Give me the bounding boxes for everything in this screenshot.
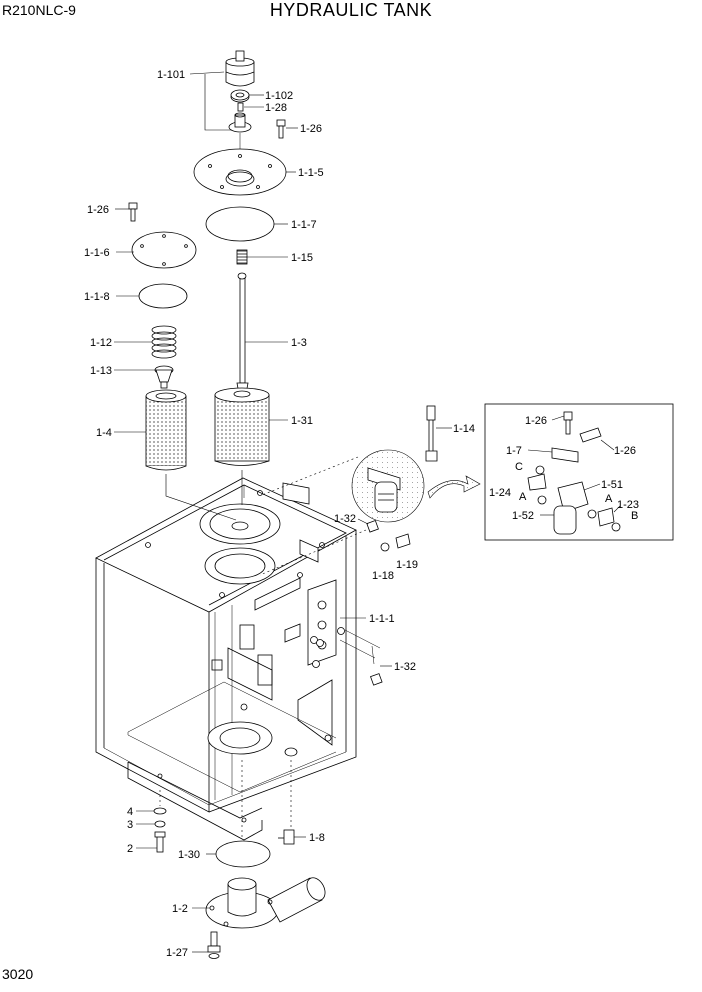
callout-1-32-lower: 1-32 [394, 661, 416, 673]
callout-1-27: 1-27 [166, 947, 188, 959]
callout-1-32-upper: 1-32 [334, 513, 356, 525]
drain-fitting-part [278, 829, 295, 845]
detail-callout-1-26-a: 1-26 [525, 415, 547, 427]
callout-1-102: 1-102 [265, 90, 293, 102]
bottom-o-ring-part [215, 840, 271, 868]
callout-1-18: 1-18 [372, 570, 394, 582]
o-ring-left-part [138, 283, 188, 309]
adapter-ring-part [230, 89, 250, 103]
cover-plate-part [193, 148, 287, 196]
valve-part [154, 365, 174, 389]
spring-part [151, 325, 177, 359]
breather-base-part [228, 112, 252, 133]
callout-1-1-6: 1-1-6 [84, 247, 110, 259]
callout-1-1-5: 1-1-5 [298, 167, 324, 179]
hose-part [425, 405, 438, 462]
callout-3: 3 [127, 819, 133, 831]
callout-1-31: 1-31 [291, 415, 313, 427]
rod-part [236, 272, 249, 395]
callout-1-4: 1-4 [96, 427, 112, 439]
callout-leaders [114, 71, 621, 953]
callout-2: 2 [127, 843, 133, 855]
bottom-bolt-part [207, 931, 221, 959]
detail-callout-b: B [631, 510, 638, 522]
small-spring-part [236, 249, 248, 265]
small-cover-part [131, 231, 197, 269]
large-o-ring-part [205, 206, 275, 242]
detail-callout-a-left: A [519, 491, 527, 503]
filter-element-left-part [145, 389, 187, 471]
drain-bolt-set [153, 807, 167, 853]
detail-callout-1-26-b: 1-26 [614, 445, 636, 457]
bolt-top-part [276, 119, 286, 139]
breather-assembly [225, 50, 255, 152]
callout-1-8: 1-8 [309, 832, 325, 844]
tank-body [95, 477, 357, 841]
callout-1-15: 1-15 [291, 252, 313, 264]
connector-lines [159, 456, 381, 838]
filter-detail-bubble [351, 449, 481, 523]
detail-callout-1-24: 1-24 [489, 487, 511, 499]
page-title: HYDRAULIC TANK [269, 0, 433, 20]
detail-callout-a-right: A [605, 493, 613, 505]
small-pin-part [237, 102, 244, 112]
model-code: R210NLC-9 [2, 2, 76, 18]
callout-1-14: 1-14 [453, 423, 475, 435]
detail-callout-c: C [515, 461, 523, 473]
callout-4: 4 [127, 806, 133, 818]
callout-1-12: 1-12 [90, 337, 112, 349]
callout-1-30: 1-30 [178, 849, 200, 861]
page-number: 3020 [2, 966, 34, 982]
callout-1-1-7: 1-1-7 [291, 219, 317, 231]
fittings-mid-part [366, 520, 411, 686]
callout-labels: 1-101 1-102 1-28 1-26 1-1-5 1-26 1-1-7 1… [84, 69, 639, 959]
callout-1-26-left: 1-26 [87, 204, 109, 216]
callout-1-1-1: 1-1-1 [369, 613, 395, 625]
detail-box [484, 403, 674, 541]
callout-1-101: 1-101 [157, 69, 185, 81]
callout-1-28: 1-28 [265, 102, 287, 114]
suction-pipe-part [205, 877, 326, 929]
filter-element-right-part [214, 387, 270, 466]
detail-callout-1-7: 1-7 [506, 445, 522, 457]
breather-cap-part [225, 50, 255, 87]
callout-1-2: 1-2 [172, 903, 188, 915]
callout-1-19: 1-19 [396, 559, 418, 571]
detail-callout-1-23: 1-23 [617, 499, 639, 511]
callout-1-13: 1-13 [90, 365, 112, 377]
callout-1-26-top: 1-26 [300, 123, 322, 135]
bolt-left-part [128, 202, 138, 222]
detail-callout-1-51: 1-51 [601, 479, 623, 491]
callout-1-1-8: 1-1-8 [84, 291, 110, 303]
detail-callout-1-52: 1-52 [512, 510, 534, 522]
callout-1-3: 1-3 [291, 337, 307, 349]
